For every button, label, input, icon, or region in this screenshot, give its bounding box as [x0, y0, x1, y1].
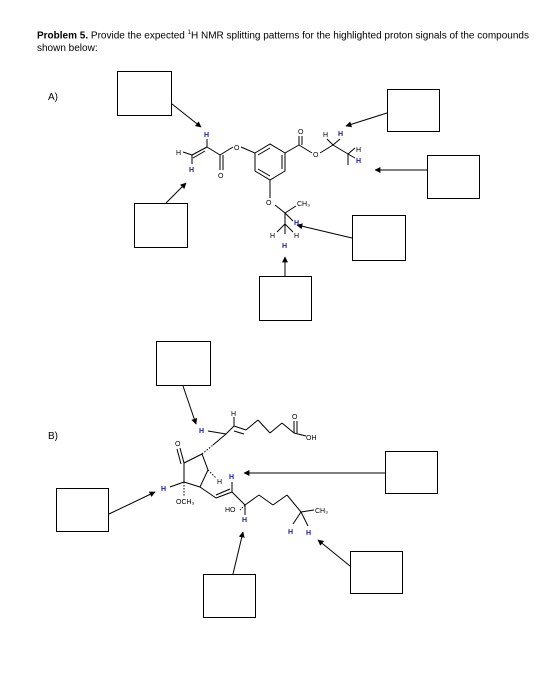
b-ring-h3: H [161, 486, 166, 493]
a-ethyl-h1: H [323, 132, 328, 139]
a-ipr-h1: H [294, 220, 299, 227]
b-alkene-h2: H [231, 411, 236, 418]
benzene-ring [254, 143, 286, 181]
answer-box-b-ring-h[interactable] [56, 488, 109, 532]
a-ethyl-h3: H [356, 147, 361, 154]
a-vinyl-h-left: H [176, 150, 181, 157]
b-acid-oh: OH [306, 435, 317, 442]
answer-box-a-vinyl-top[interactable] [117, 71, 172, 116]
cyclopentane-ring [183, 453, 209, 488]
a-ether-o: O [266, 200, 272, 207]
b-acid-o: O [292, 414, 298, 421]
answer-box-a-ethyl-ch2[interactable] [387, 89, 440, 132]
a-ipr-h2: H [270, 233, 275, 240]
b-chain-h2: H [306, 530, 311, 537]
a-ester-o1: O [234, 145, 240, 152]
a-carbonyl-o2: O [298, 129, 304, 136]
b-hydroxyl: HO [225, 507, 236, 514]
a-ester-o2: O [313, 152, 319, 159]
a-ipr-h3: H [294, 233, 299, 240]
a-carbonyl-o1: O [218, 173, 224, 180]
problem-text-after: H NMR splitting patterns for the highlig… [37, 30, 529, 55]
b-ring-h1: H [217, 479, 222, 486]
problem-text-before: Provide the expected [88, 30, 188, 42]
answer-box-a-methine[interactable] [352, 215, 406, 261]
problem-label: Problem 5. [37, 30, 89, 42]
b-ketone-o: O [175, 441, 181, 448]
a-methyl: CH₃ [297, 201, 310, 208]
b-chain-h1: H [288, 529, 293, 536]
answer-box-b-side-h[interactable] [385, 451, 438, 494]
b-methyl: CH₃ [315, 508, 328, 515]
a-ethyl-h2: H [338, 131, 343, 138]
b-alkene-h1: H [199, 428, 204, 435]
answer-box-a-methyl[interactable] [259, 276, 312, 321]
molecule-a [165, 103, 427, 276]
b-ring-h2: H [229, 474, 234, 481]
a-ipr-h4: H [282, 243, 287, 250]
molecule-b [108, 385, 385, 575]
b-carbinol-h: H [242, 517, 247, 524]
a-vinyl-h-top: H [204, 132, 209, 139]
answer-box-b-chain-h[interactable] [350, 551, 403, 594]
answer-box-b-alkene[interactable] [156, 341, 211, 386]
part-a-label: A) [48, 92, 58, 103]
part-b-label: B) [48, 431, 58, 442]
answer-box-a-ethyl-ch3[interactable] [427, 155, 480, 199]
superscript-one: 1 [187, 30, 191, 36]
b-methoxy: OCH₃ [176, 499, 195, 506]
answer-box-b-carbinol-h[interactable] [203, 574, 256, 618]
a-ethyl-h4: H [356, 158, 361, 165]
a-vinyl-h-bottom: H [189, 167, 194, 174]
answer-box-a-vinyl-bottom[interactable] [134, 203, 188, 248]
problem-statement: Problem 5. Provide the expected 1H NMR s… [37, 27, 537, 55]
